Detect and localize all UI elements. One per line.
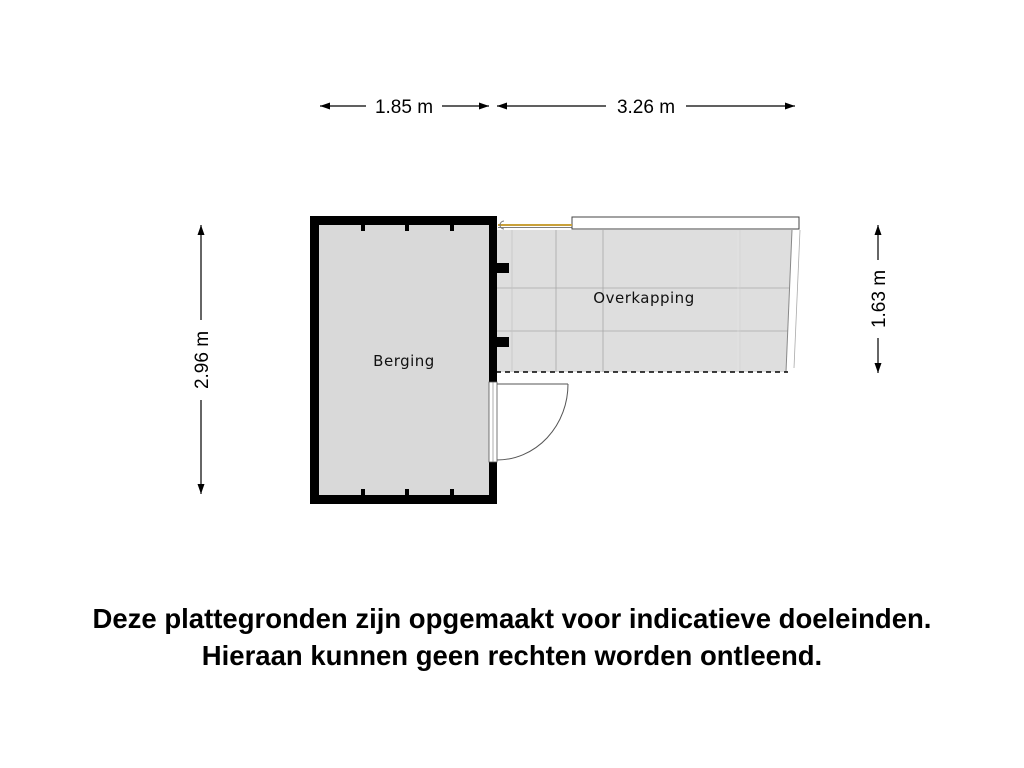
disclaimer-line-2: Hieraan kunnen geen rechten worden ontle…: [201, 640, 823, 671]
disclaimer: Deze plattegronden zijn opgemaakt voor i…: [0, 600, 1024, 674]
overkapping-floor: [496, 230, 792, 372]
pillar-upper: [497, 263, 509, 273]
room-label-berging: Berging: [373, 352, 435, 370]
disclaimer-line-1: Deze plattegronden zijn opgemaakt voor i…: [92, 603, 932, 634]
dimension-left: 2.96 m: [192, 225, 213, 494]
dimension-top-left-label: 1.85 m: [375, 97, 433, 118]
door: [488, 381, 569, 463]
berging-room: Berging: [310, 216, 509, 504]
overkapping-area: Overkapping: [496, 216, 801, 373]
dimension-right-label: 1.63 m: [869, 270, 890, 328]
overkapping-beam: [571, 216, 800, 230]
dimension-top-right-label: 3.26 m: [617, 97, 675, 118]
dimension-top-left: 1.85 m: [320, 97, 489, 118]
dimension-left-label: 2.96 m: [192, 331, 213, 389]
berging-beam-ticks: [361, 225, 454, 495]
pillar-lower: [497, 337, 509, 347]
dimension-right: 1.63 m: [869, 225, 890, 373]
door-swing-arc: [496, 383, 569, 461]
berging-floor: [319, 225, 489, 495]
room-label-overkapping: Overkapping: [593, 289, 694, 307]
dimension-top-right: 3.26 m: [497, 97, 795, 118]
